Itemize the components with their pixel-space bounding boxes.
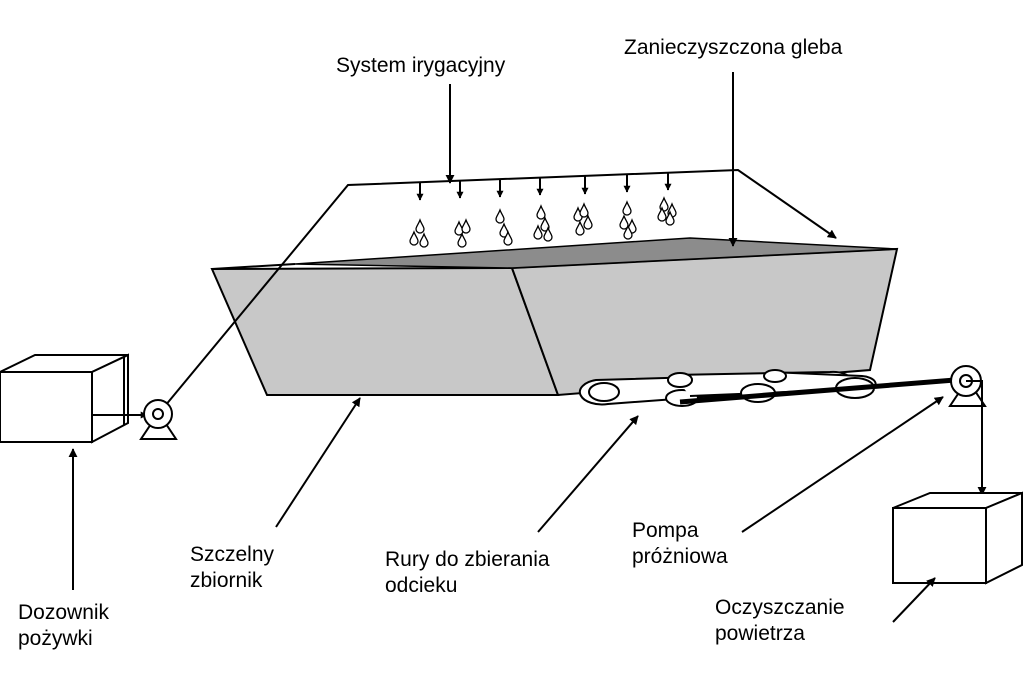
water-drop (575, 220, 585, 236)
dosing-pump (139, 399, 178, 440)
water-drop (622, 200, 632, 216)
water-drop (495, 208, 505, 224)
water-drop (536, 204, 546, 220)
water-drop (499, 222, 509, 238)
label-sealed-tank-line2: zbiornik (190, 569, 263, 592)
water-drop (543, 226, 553, 242)
label-nutrient-dispenser-line2: pożywki (18, 627, 93, 650)
label-leachate-pipes-line1: Rury do zbierania (385, 548, 550, 571)
irrigation-system (159, 168, 837, 413)
contaminated-soil-surface (294, 237, 898, 269)
label-air-purification: Oczyszczanie powietrza (715, 595, 845, 647)
vacuum-pump-arrow (741, 396, 944, 533)
label-contaminated-soil: Zanieczyszczona gleba (624, 36, 843, 59)
water-drop (415, 218, 425, 234)
water-drop (503, 230, 513, 246)
water-drop (540, 216, 550, 232)
water-drop (623, 224, 633, 240)
label-vacuum-pump-line2: próżniowa (632, 545, 728, 568)
label-leachate-pipes: Rury do zbierania odcieku (385, 547, 550, 599)
label-leachate-pipes-line2: odcieku (385, 574, 458, 597)
label-nutrient-dispenser: Dozownik pożywki (18, 600, 109, 652)
leachate-pipes-arrow (537, 415, 639, 533)
nutrient-dispenser-box (0, 353, 129, 444)
water-drop (665, 210, 675, 226)
water-drop (657, 206, 667, 222)
water-drop (409, 230, 419, 246)
water-drop (454, 220, 464, 236)
water-drop (461, 218, 471, 234)
water-drop (419, 232, 429, 248)
label-irrigation-system: System irygacyjny (336, 54, 506, 77)
water-drop (619, 214, 629, 230)
vacuum-pump (948, 365, 987, 407)
label-sealed-tank: Szczelny zbiornik (190, 542, 274, 594)
sealed-tank-arrow (275, 397, 361, 528)
label-vacuum-pump: Pompa próżniowa (632, 518, 728, 570)
water-drop (457, 232, 467, 248)
air-purification-box (892, 491, 1023, 585)
label-sealed-tank-line1: Szczelny (190, 543, 275, 566)
label-air-purification-line2: powietrza (715, 622, 805, 645)
water-drop (579, 202, 589, 218)
label-nutrient-dispenser-line1: Dozownik (18, 601, 110, 624)
air-purification-arrow (892, 577, 936, 623)
water-drop (533, 224, 543, 240)
water-droplets (409, 196, 677, 248)
label-vacuum-pump-line1: Pompa (632, 519, 699, 542)
suction-line (679, 377, 956, 405)
sealed-tank (210, 237, 899, 397)
label-air-purification-line1: Oczyszczanie (715, 596, 845, 619)
water-drop (583, 214, 593, 230)
